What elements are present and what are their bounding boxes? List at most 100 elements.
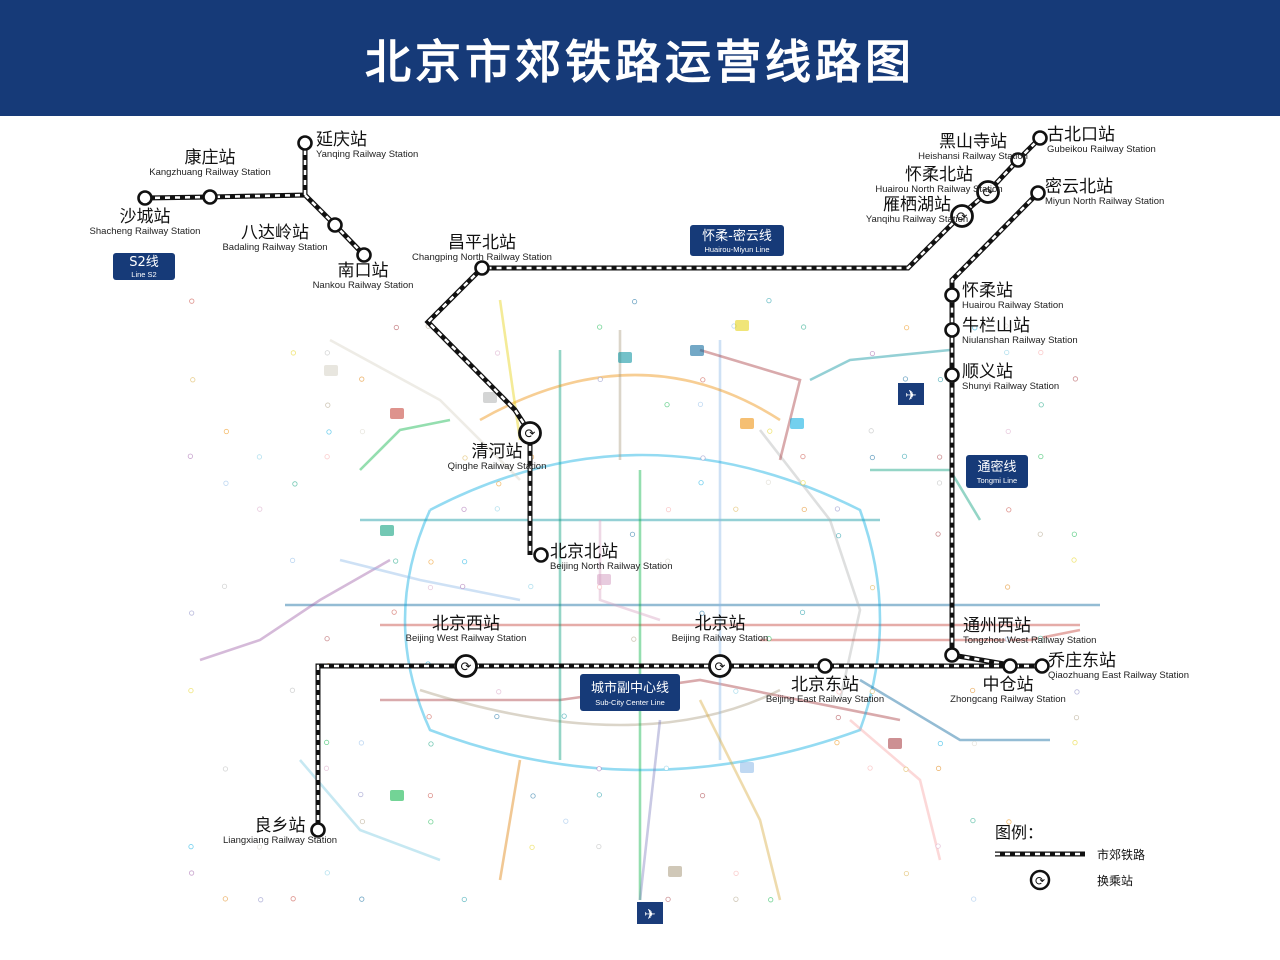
subway-station-dot — [1037, 635, 1044, 641]
station-name-en: Beijing East Railway Station — [766, 694, 884, 705]
subway-route — [758, 429, 862, 701]
subway-route — [849, 719, 942, 861]
station-marker-icon — [1002, 658, 1018, 674]
subway-station-dot — [428, 741, 434, 747]
subway-station-dot — [258, 897, 264, 903]
subway-station-dot — [733, 870, 739, 876]
subway-station-dot — [1073, 715, 1080, 721]
station-marker-icon — [356, 247, 372, 263]
subway-route — [638, 719, 662, 901]
station-name-en: Beijing Railway Station — [672, 633, 769, 644]
station-marker-icon — [137, 190, 153, 206]
subway-station-dot — [937, 454, 943, 460]
subway-station-dot — [324, 739, 330, 746]
subway-station-dot — [221, 583, 228, 589]
subway-station-dot — [324, 454, 330, 460]
subway-station-dot — [188, 844, 194, 850]
line-badge-s2[interactable]: S2线 Line S2 — [113, 253, 175, 280]
subway-station-dot — [765, 479, 771, 485]
subway-station-dot — [289, 687, 296, 693]
station-name: 北京北站 — [550, 542, 618, 562]
subway-station-dot — [1071, 531, 1077, 537]
badge-tongmi-label: 通密线 — [977, 459, 1016, 475]
station-name-en: Nankou Railway Station — [313, 280, 414, 291]
transfer-arrows-icon: ⟳ — [461, 660, 472, 675]
subway-line-number-badge — [597, 574, 611, 585]
transfer-station-icon — [518, 421, 542, 445]
subway-station-dot — [326, 429, 332, 435]
subway-station-dot — [834, 506, 841, 512]
subway-station-dot — [935, 531, 941, 537]
subway-station-dot — [359, 818, 366, 825]
subway-route — [199, 558, 391, 662]
subway-route — [699, 348, 802, 461]
subway-station-dot — [799, 609, 806, 615]
station-name: 通州西站 — [963, 616, 1031, 636]
line-badge-tongmi[interactable]: 通密线 Tongmi Line — [966, 455, 1028, 488]
line-badge-huairou-miyun[interactable]: 怀柔-密云线 Huairou-Miyun Line — [690, 225, 784, 256]
subway-station-dot — [1003, 323, 1009, 329]
badge-huairou-miyun-label: 怀柔-密云线 — [702, 228, 772, 244]
subway-station-dot — [699, 793, 706, 799]
subway-station-dot — [698, 480, 704, 486]
subway-station-dot — [1038, 402, 1044, 408]
subway-station-dot — [358, 740, 364, 746]
subway-station-dot — [1072, 740, 1078, 746]
subway-station-dot — [631, 299, 638, 305]
subway-station-dot — [835, 533, 842, 539]
subway-station-dot — [563, 818, 569, 824]
station-name-en: Yanqihu Railway Station — [866, 214, 968, 225]
subway-route — [870, 468, 982, 521]
line-badge-city-center[interactable]: 城市副中心线 Sub-City Center Line — [580, 674, 680, 711]
subway-station-dot — [324, 350, 330, 356]
subway-station-dot — [290, 350, 296, 356]
subway-route — [698, 699, 782, 901]
station-name-en: Badaling Railway Station — [222, 242, 327, 253]
subway-station-dot — [189, 610, 195, 616]
subway-station-dot — [868, 428, 874, 434]
station-marker-icon — [327, 217, 343, 233]
subway-station-dot — [597, 376, 603, 383]
subway-station-dot — [223, 480, 229, 486]
subway-line-number-badge — [690, 345, 704, 356]
station-name: 昌平北站 — [448, 233, 516, 253]
subway-station-dot — [766, 298, 772, 304]
subway-route — [403, 453, 882, 772]
airport-icon-capital: ✈ — [898, 383, 924, 405]
subway-station-dot — [190, 377, 196, 383]
transfer-station-icon — [950, 204, 974, 228]
subway-station-dot — [222, 896, 228, 902]
subway-station-dot — [1072, 376, 1078, 382]
subway-station-dot — [461, 506, 467, 512]
badge-city-center-sublabel: Sub-City Center Line — [595, 698, 665, 707]
subway-background — [187, 298, 1100, 903]
station-name: 牛栏山站 — [962, 316, 1030, 336]
station-name: 怀柔站 — [962, 281, 1013, 301]
transfer-arrows-icon: ⟳ — [525, 427, 536, 442]
subway-station-dot — [800, 453, 806, 460]
